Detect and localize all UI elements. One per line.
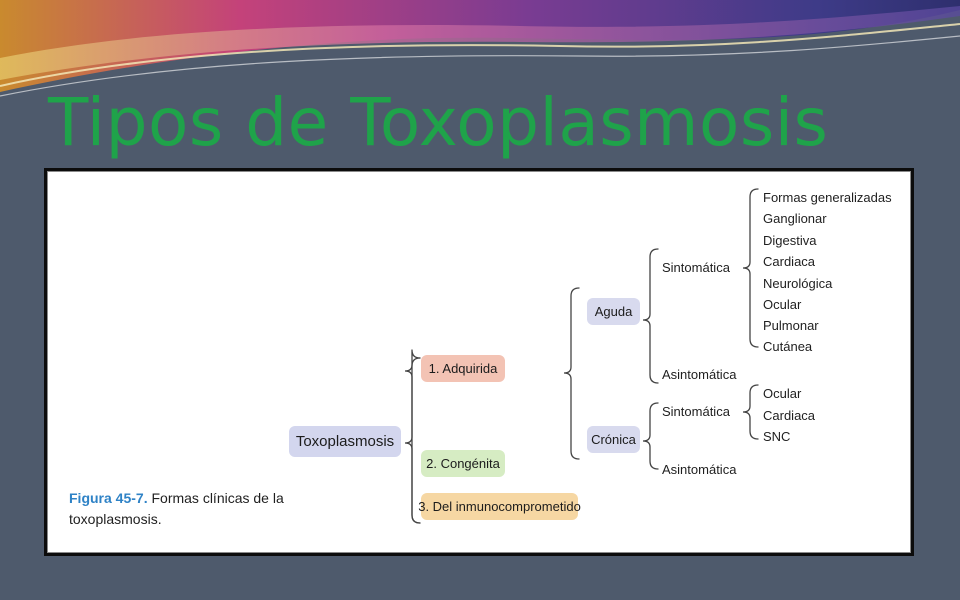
form-item: Formas generalizadas	[763, 190, 892, 205]
phase-pill-cronica: Crónica	[587, 426, 640, 453]
type-pill-congenita: 2. Congénita	[421, 450, 505, 477]
form-item: Cutánea	[763, 339, 813, 354]
bracket-cronica-sintomatica	[742, 384, 759, 440]
decorative-wave-banner	[0, 0, 960, 97]
aguda-asintomatica-label: Asintomática	[662, 367, 737, 382]
slide-title: Tipos de Toxoplasmosis	[48, 84, 829, 161]
type-label-congenita: 2. Congénita	[426, 456, 500, 471]
figure-caption-text-2: toxoplasmosis.	[69, 511, 162, 527]
type-pill-inmunocomprometido: 3. Del inmunocomprometido	[418, 493, 581, 520]
bracket-cronica	[642, 402, 659, 470]
form-item: Ganglionar	[763, 211, 827, 226]
phase-label-aguda: Aguda	[594, 304, 633, 319]
phase-label-cronica: Crónica	[591, 432, 636, 447]
bracket-types-upper	[404, 357, 421, 524]
form-item: Cardiaca	[763, 408, 816, 423]
form-item: Cardiaca	[763, 254, 816, 269]
figure-caption: Figura 45-7. Formas clínicas de la toxop…	[69, 488, 284, 530]
cronica-asintomatica-label: Asintomática	[662, 462, 737, 477]
root-pill: Toxoplasmosis	[289, 426, 401, 457]
figure-caption-line1: Figura 45-7. Formas clínicas de la	[69, 488, 284, 509]
figure-caption-text-1: Formas clínicas de la	[151, 490, 284, 506]
form-item: SNC	[763, 429, 791, 444]
form-item: Digestiva	[763, 233, 817, 248]
root-label: Toxoplasmosis	[295, 433, 395, 450]
form-item: Pulmonar	[763, 318, 819, 333]
cronica-sintomatica-label: Sintomática	[662, 404, 730, 419]
form-item: Ocular	[763, 297, 802, 312]
type-pill-adquirida: 1. Adquirida	[421, 355, 505, 382]
phase-pill-aguda: Aguda	[587, 298, 640, 325]
figure-number: Figura 45-7.	[69, 490, 148, 506]
bracket-phases	[563, 287, 580, 460]
bracket-aguda	[642, 248, 659, 384]
aguda-sintomatica-label: Sintomática	[662, 260, 730, 275]
bracket-aguda-sintomatica	[742, 188, 759, 348]
type-label-adquirida: 1. Adquirida	[428, 361, 498, 376]
form-item: Ocular	[763, 386, 802, 401]
form-item: Neurológica	[763, 276, 833, 291]
type-label-inmunocomprometido: 3. Del inmunocomprometido	[418, 499, 581, 514]
